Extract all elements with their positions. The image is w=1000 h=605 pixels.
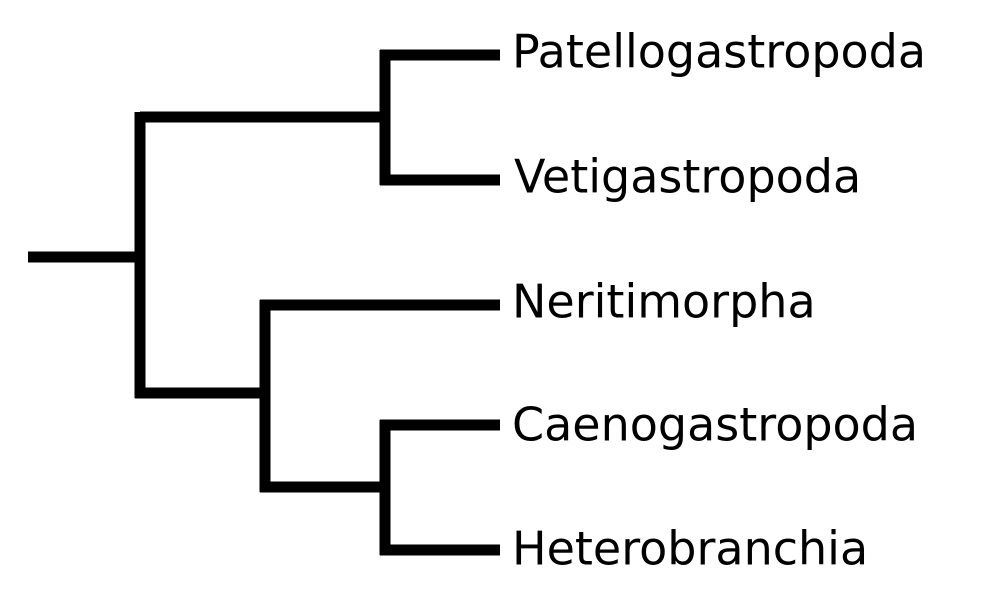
taxon-label-vetigastropoda: Vetigastropoda — [514, 150, 861, 204]
taxon-label-patellogastropoda: Patellogastropoda — [512, 25, 926, 79]
taxon-label-heterobranchia: Heterobranchia — [512, 522, 868, 576]
taxon-label-neritimorpha: Neritimorpha — [512, 275, 816, 329]
taxon-label-caenogastropoda: Caenogastropoda — [512, 398, 918, 452]
